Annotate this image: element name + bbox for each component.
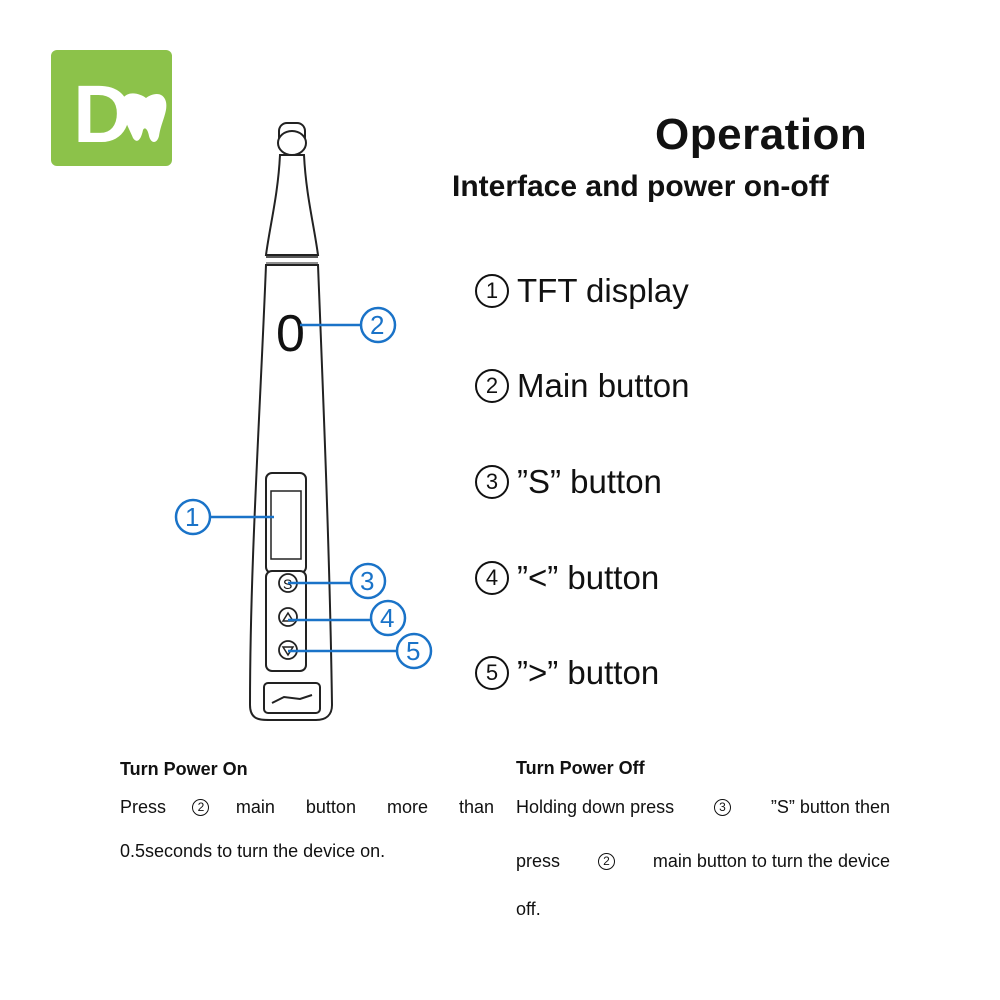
page-title: Operation	[655, 110, 868, 159]
brand-logo: D	[51, 50, 172, 166]
legend-number: 3	[475, 465, 509, 499]
s-button-symbol: S	[283, 576, 292, 592]
legend-number: 2	[475, 369, 509, 403]
power-on-line-1: Press 2 main button more than	[120, 798, 494, 816]
page-subtitle: Interface and power on-off	[452, 170, 829, 203]
main-button-digit: 0	[276, 305, 305, 363]
power-off-line-3: off.	[516, 899, 541, 919]
legend-label: ”S” button	[517, 463, 662, 500]
power-on-text-b: main button more than	[235, 797, 494, 817]
callout-3: 3	[360, 566, 374, 596]
legend-number: 1	[475, 274, 509, 308]
callout-1: 1	[185, 502, 199, 532]
power-off-text-d: main button to turn the device	[652, 851, 890, 871]
legend-number: 5	[475, 656, 509, 690]
legend-item-tft-display: 1 TFT display	[475, 272, 689, 310]
legend-item-left-button: 4 ”<” button	[475, 559, 659, 597]
legend-label: TFT display	[517, 272, 689, 309]
logo-letter: D	[73, 69, 132, 160]
callout-4: 4	[380, 603, 394, 633]
power-on-heading: Turn Power On	[120, 759, 248, 779]
legend-number: 4	[475, 561, 509, 595]
power-off-line-2: press 2 main button to turn the device	[516, 852, 890, 870]
power-on-line-2: 0.5seconds to turn the device on.	[120, 841, 386, 861]
s-button-ref: 3	[714, 798, 731, 816]
power-off-text-c: press	[516, 851, 561, 871]
tooth-logo-icon: D	[73, 69, 167, 160]
power-off-text-b: ”S” button then	[770, 797, 890, 817]
main-button-ref-2: 2	[597, 852, 615, 870]
legend-label: ”<” button	[517, 559, 660, 596]
legend-item-right-button: 5 ”>” button	[475, 654, 659, 692]
device-illustration: 0 S 2 1 3 4 5	[174, 122, 433, 721]
power-on-text-a: Press	[120, 797, 167, 817]
power-off-line-1: Holding down press 3 ”S” button then	[516, 798, 890, 816]
callout-5: 5	[406, 636, 420, 666]
legend-label: Main button	[517, 367, 690, 404]
main-button-ref: 2	[192, 798, 210, 816]
power-off-text-a: Holding down press	[516, 797, 675, 817]
callout-2: 2	[370, 310, 384, 340]
legend-item-s-button: 3 ”S” button	[475, 463, 662, 501]
legend-label: ”>” button	[517, 654, 660, 691]
legend-item-main-button: 2 Main button	[475, 367, 689, 405]
power-off-heading: Turn Power Off	[516, 758, 645, 778]
